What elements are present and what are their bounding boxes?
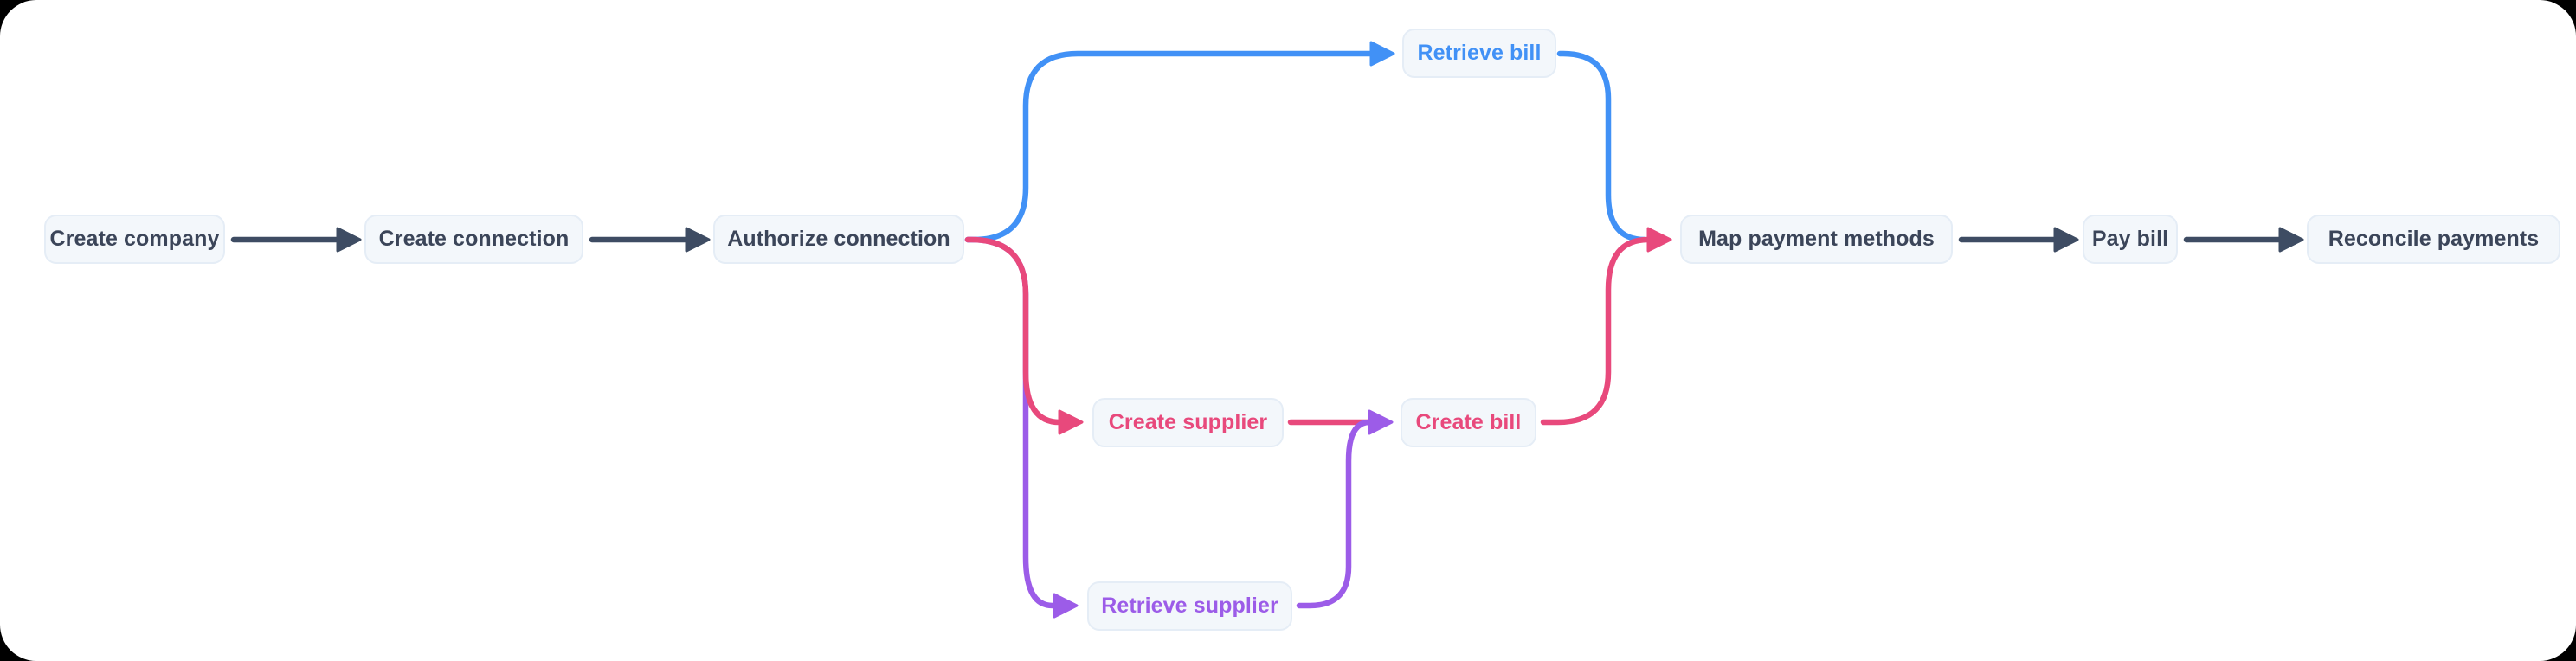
edge-create-bill-to-map-payment-methods (1540, 236, 1652, 426)
arrowhead-create-supplier (1058, 409, 1084, 435)
node-create-connection[interactable]: Create connection (364, 215, 583, 264)
edge-retrieve-supplier-to-create-bill (1296, 419, 1373, 609)
arrowhead-create-connection (336, 227, 362, 253)
node-create-supplier[interactable]: Create supplier (1092, 398, 1284, 447)
arrowhead-create-bill (1368, 409, 1394, 435)
node-reconcile-payments[interactable]: Reconcile payments (2307, 215, 2560, 264)
arrowhead-pay-bill (2053, 227, 2079, 253)
arrowhead-authorize-connection (685, 227, 711, 253)
edge-authorize-connection-to-create-supplier (964, 236, 1063, 426)
node-create-company[interactable]: Create company (44, 215, 225, 264)
edge-authorize-connection-to-retrieve-bill (964, 50, 1375, 243)
arrowhead-reconcile-payments (2278, 227, 2304, 253)
node-authorize-connection[interactable]: Authorize connection (713, 215, 964, 264)
node-create-bill[interactable]: Create bill (1401, 398, 1536, 447)
arrowhead-retrieve-supplier (1053, 593, 1079, 619)
node-retrieve-supplier[interactable]: Retrieve supplier (1087, 581, 1292, 631)
node-map-payment-methods[interactable]: Map payment methods (1680, 215, 1953, 264)
edge-authorize-connection-to-retrieve-supplier (964, 236, 1056, 609)
arrowhead-retrieve-bill (1369, 41, 1395, 67)
node-pay-bill[interactable]: Pay bill (2083, 215, 2178, 264)
node-retrieve-bill[interactable]: Retrieve bill (1402, 29, 1556, 78)
edge-retrieve-bill-to-map-payment-methods (1556, 50, 1648, 243)
arrowhead-map-payment-methods (1646, 227, 1672, 253)
